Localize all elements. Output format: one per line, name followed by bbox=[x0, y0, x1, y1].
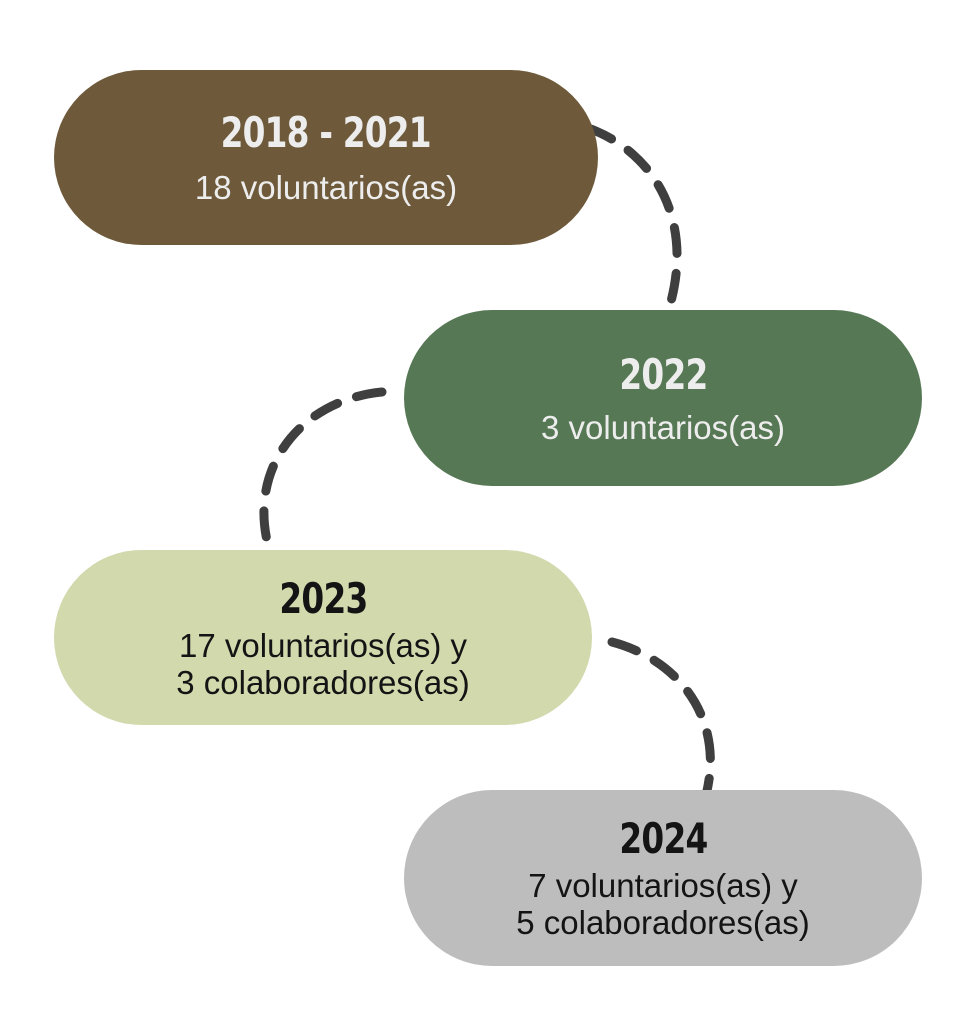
milestone-year: 2018 - 2021 bbox=[220, 108, 432, 157]
milestone-description: 18 voluntarios(as) bbox=[194, 169, 458, 206]
milestone-description-line-1: 7 voluntarios(as) y bbox=[528, 867, 798, 904]
milestone-2018-2021: 2018 - 2021 18 voluntarios(as) bbox=[54, 70, 598, 245]
milestone-2023: 2023 17 voluntarios(as) y 3 colaboradore… bbox=[54, 550, 592, 725]
milestone-2024: 2024 7 voluntarios(as) y 5 colaboradores… bbox=[404, 790, 922, 966]
connector-2-3 bbox=[259, 387, 387, 557]
connector-1-2 bbox=[583, 123, 682, 310]
milestone-year: 2022 bbox=[618, 349, 708, 399]
milestone-description-line-2: 5 colaboradores(as) bbox=[516, 904, 810, 941]
milestone-description: 3 voluntarios(as) bbox=[541, 408, 785, 446]
milestone-2022: 2022 3 voluntarios(as) bbox=[404, 310, 922, 486]
milestone-description-line-1: 17 voluntarios(as) y bbox=[179, 626, 467, 664]
milestone-description-line-2: 3 colaboradores(as) bbox=[176, 663, 470, 701]
milestone-year: 2024 bbox=[618, 814, 708, 863]
milestone-year: 2023 bbox=[278, 573, 368, 623]
connector-3-4 bbox=[607, 637, 715, 800]
